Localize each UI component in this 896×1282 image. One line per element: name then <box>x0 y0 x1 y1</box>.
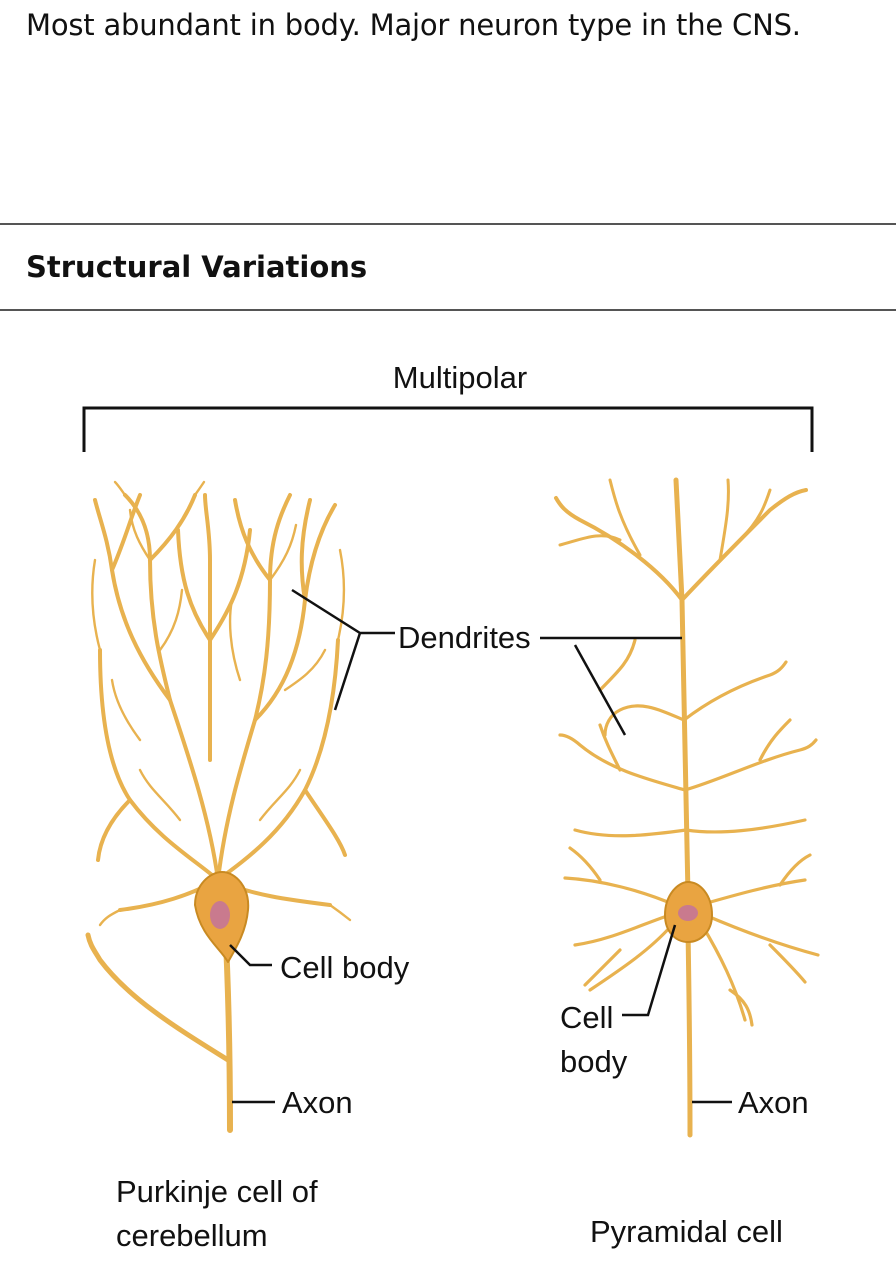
pyramidal-nucleus <box>678 905 698 921</box>
pyramidal-apical-dendrite <box>554 477 808 898</box>
purkinje-axon-label: Axon <box>282 1085 353 1120</box>
leader-lines <box>229 588 732 1104</box>
section-divider <box>0 309 896 311</box>
dendrites-leader-pyramidal-side <box>573 644 627 736</box>
pyramidal-cell-body-label-line2: body <box>560 1044 628 1079</box>
pyramidal-axon <box>685 927 693 1138</box>
top-divider <box>0 223 896 225</box>
pyramidal-caption: Pyramidal cell <box>590 1214 783 1249</box>
purkinje-caption-line1: Purkinje cell of <box>116 1174 318 1209</box>
pyramidal-basal-dendrites <box>563 846 820 1027</box>
cell-body-leader-purkinje <box>229 944 272 967</box>
pyramidal-axon-label: Axon <box>738 1085 809 1120</box>
cell-body-leader-pyramidal <box>622 924 677 1017</box>
purkinje-nucleus <box>210 901 230 929</box>
purkinje-caption-line2: cerebellum <box>116 1218 268 1253</box>
purkinje-axon <box>85 917 233 1133</box>
purkinje-cell-body-label: Cell body <box>280 950 410 985</box>
pyramidal-cell <box>554 477 820 1138</box>
section-title: Structural Variations <box>26 250 368 284</box>
multipolar-label: Multipolar <box>393 360 527 395</box>
purkinje-cell <box>85 480 352 1133</box>
purkinje-fine-branches <box>91 480 352 927</box>
intro-text: Most abundant in body. Major neuron type… <box>26 8 801 42</box>
pyramidal-cell-body-label-line1: Cell <box>560 1000 613 1035</box>
dendrites-leader-purkinje-bottom <box>333 632 362 711</box>
purkinje-dendrites <box>93 493 347 912</box>
pyramidal-side-dendrites <box>558 638 818 838</box>
dendrites-label: Dendrites <box>398 620 531 655</box>
multipolar-bracket <box>82 406 814 452</box>
